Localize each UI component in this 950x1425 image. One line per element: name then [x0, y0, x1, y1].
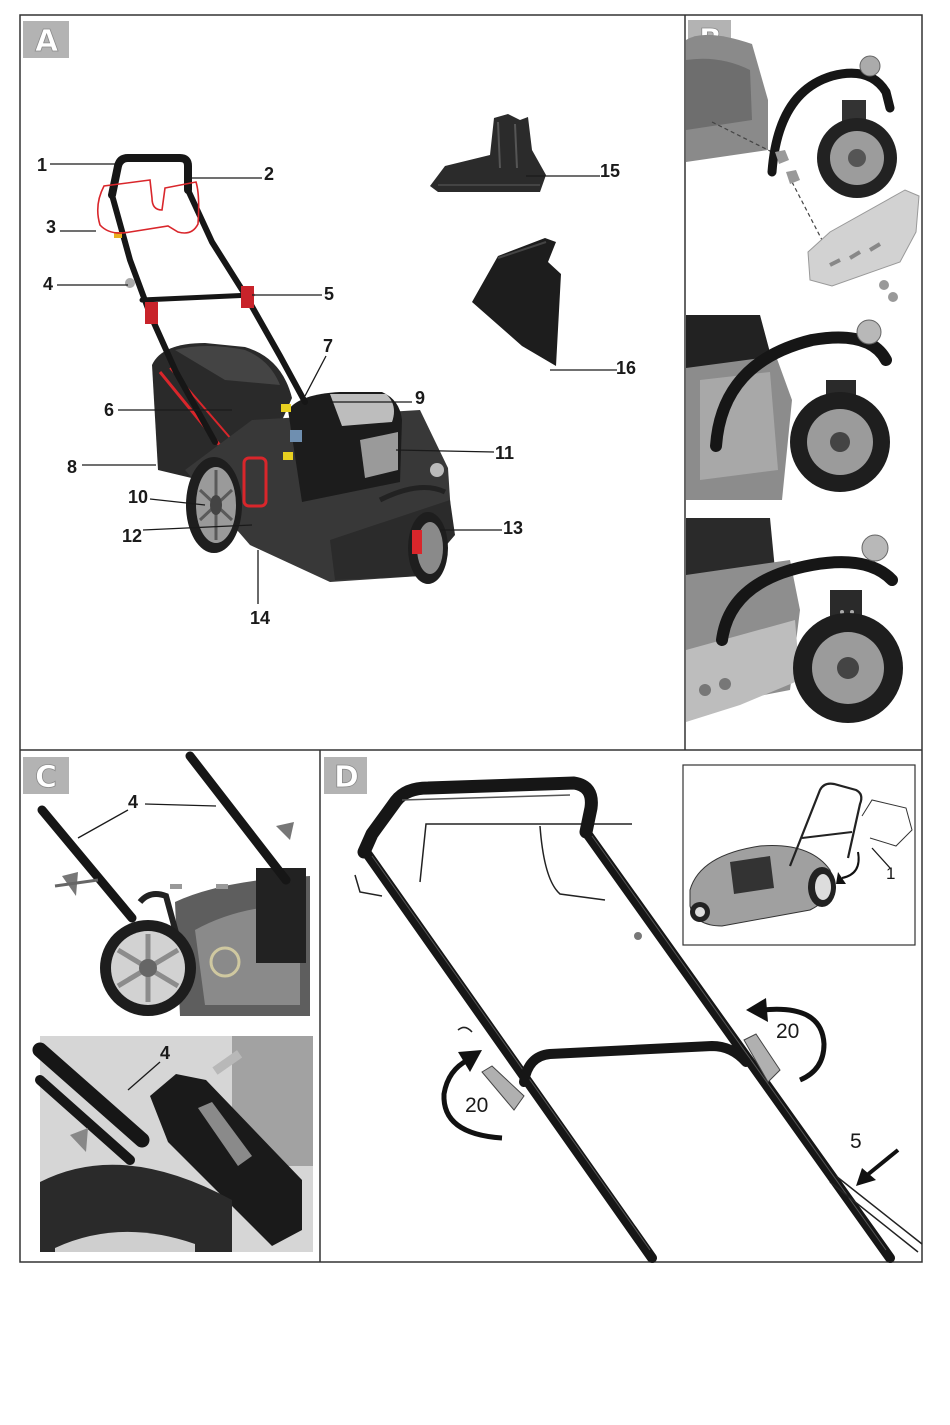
callout-11: 11 — [495, 443, 514, 463]
callout-8: 8 — [67, 457, 77, 477]
panel-d-push-arrow — [856, 1150, 898, 1186]
panel-letter-c: C — [35, 760, 57, 795]
callout-6: 6 — [104, 400, 114, 420]
panel-c-top-callouts: 4 — [78, 792, 216, 838]
callout-inset-1: 1 — [886, 864, 895, 883]
leader-c-4a — [78, 810, 128, 838]
panel-b-photo-3 — [686, 518, 903, 723]
panel-c-photo-top — [42, 756, 310, 1016]
panel-label-c: C — [23, 757, 69, 795]
panel-b-photo-2 — [686, 315, 890, 500]
leader-c-4b — [145, 804, 216, 806]
callout-c-4-bottom: 4 — [160, 1043, 170, 1063]
callout-d-5: 5 — [850, 1130, 862, 1153]
panel-letter-a: A — [35, 24, 59, 59]
side-discharge-chute — [472, 238, 561, 366]
panel-label-a: A — [23, 21, 69, 59]
leader-7 — [305, 356, 326, 396]
callout-4: 4 — [43, 274, 53, 294]
panel-b-photo-1 — [686, 35, 919, 302]
callout-5: 5 — [324, 284, 334, 304]
panel-d-inset: 1 — [683, 765, 915, 945]
callout-1: 1 — [37, 155, 47, 175]
callout-15: 15 — [600, 161, 620, 181]
panel-c-photo-bottom — [40, 1036, 313, 1252]
callout-2: 2 — [264, 164, 274, 184]
callout-10: 10 — [128, 487, 148, 507]
callout-13: 13 — [503, 518, 523, 538]
mulching-plug — [430, 114, 546, 192]
callout-7: 7 — [323, 336, 333, 356]
callout-c-4-top: 4 — [128, 792, 138, 812]
callout-16: 16 — [616, 358, 636, 378]
callout-12: 12 — [122, 526, 142, 546]
callout-3: 3 — [46, 217, 56, 237]
callout-14: 14 — [250, 608, 270, 628]
callout-d-20-right: 20 — [776, 1020, 799, 1043]
panel-label-d: D — [324, 757, 367, 795]
callout-d-20-left: 20 — [465, 1094, 488, 1117]
rear-wheel — [186, 457, 242, 553]
callout-9: 9 — [415, 388, 425, 408]
panel-letter-d: D — [334, 760, 359, 795]
